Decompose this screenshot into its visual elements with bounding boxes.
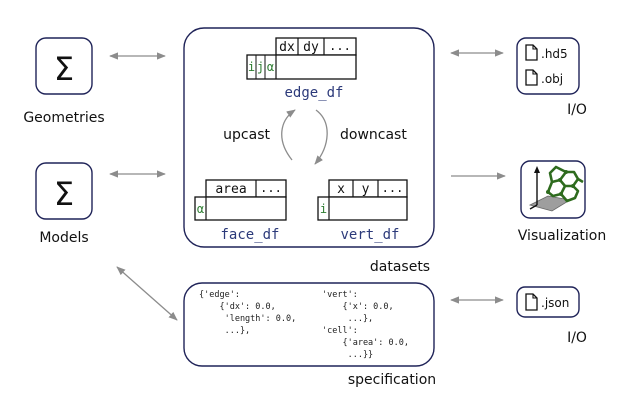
models-node: Σ Models [35,162,93,246]
visualization-label: Visualization [518,228,606,244]
geometries-box [35,37,93,95]
spec-line: 'cell': [322,326,358,336]
upcast-arrow [281,109,296,161]
geometries-node: Σ Geometries [23,37,105,126]
edge-df-col-dy: dy [303,40,319,55]
vert-df-col-y: y [362,182,370,197]
specification-box [183,282,435,367]
spec-line: ...}} [322,350,373,360]
geometries-label: Geometries [23,110,104,126]
spec-line: ...}, [199,326,250,336]
spec-line: ...}, [322,314,373,324]
spec-line: {'x': 0.0, [322,302,394,312]
downcast-arrow [314,109,328,165]
vert-df-index-i: i [320,202,327,216]
edge-df-index-i: i [248,60,255,74]
edge-df-table: dx dy ... i j α edge_df [246,37,357,101]
file-icon [525,293,538,311]
vert-df-name: vert_df [340,227,399,243]
face-df-name: face_df [220,227,279,243]
downcast-label: downcast [340,127,407,143]
file-icon [525,69,538,86]
arrow-models-specification [116,266,178,321]
upcast-label: upcast [223,127,270,143]
io-json-node: .json I/O [516,286,587,346]
specification-code-left: {'edge': {'dx': 0.0, 'length': 0.0, ...}… [199,290,296,336]
face-df-table: area ... α face_df [194,179,287,243]
face-df-col-more: ... [260,181,282,195]
file-icon [525,44,538,61]
spec-line: 'vert': [322,290,358,300]
file-ext-hd5: .hd5 [541,47,568,61]
spec-line: {'area': 0.0, [322,338,409,348]
edge-df-index-alpha: α [267,60,274,74]
sigma-icon: Σ [54,50,74,88]
edge-df-col-dx: dx [279,40,295,55]
file-ext-json: .json [541,296,569,310]
specification-code-right: 'vert': {'x': 0.0, ...}, 'cell': {'area'… [322,290,409,360]
vert-df-col-more: ... [382,181,404,195]
edge-df-index-j: j [257,60,264,74]
sigma-icon: Σ [54,175,74,213]
io-bottom-label: I/O [567,330,587,346]
io-top-label: I/O [567,102,587,118]
io-files-node: .hd5 .obj I/O [516,37,587,118]
vert-df-body [317,196,408,221]
visualization-node: Visualization [518,160,606,244]
mesh-3d-icon [528,165,584,212]
spec-line: {'dx': 0.0, [199,302,276,312]
face-df-col-area: area [215,182,246,197]
spec-line: 'length': 0.0, [199,314,296,324]
edge-df-name: edge_df [284,85,343,101]
vert-df-table: x y ... i vert_df [317,179,408,243]
spec-line: {'edge': [199,290,240,300]
models-box [35,162,93,220]
file-ext-obj: .obj [541,72,563,86]
specification-panel: {'edge': {'dx': 0.0, 'length': 0.0, ...}… [183,282,435,367]
vert-df-col-x: x [337,182,345,197]
face-df-index-alpha: α [197,202,204,216]
datasets-label: datasets [370,259,430,275]
specification-label: specification [348,372,436,388]
datasets-panel: dx dy ... i j α edge_df upcast downcast … [183,27,435,248]
face-df-body [194,196,287,221]
edge-df-col-more: ... [329,39,351,53]
models-label: Models [39,230,88,246]
